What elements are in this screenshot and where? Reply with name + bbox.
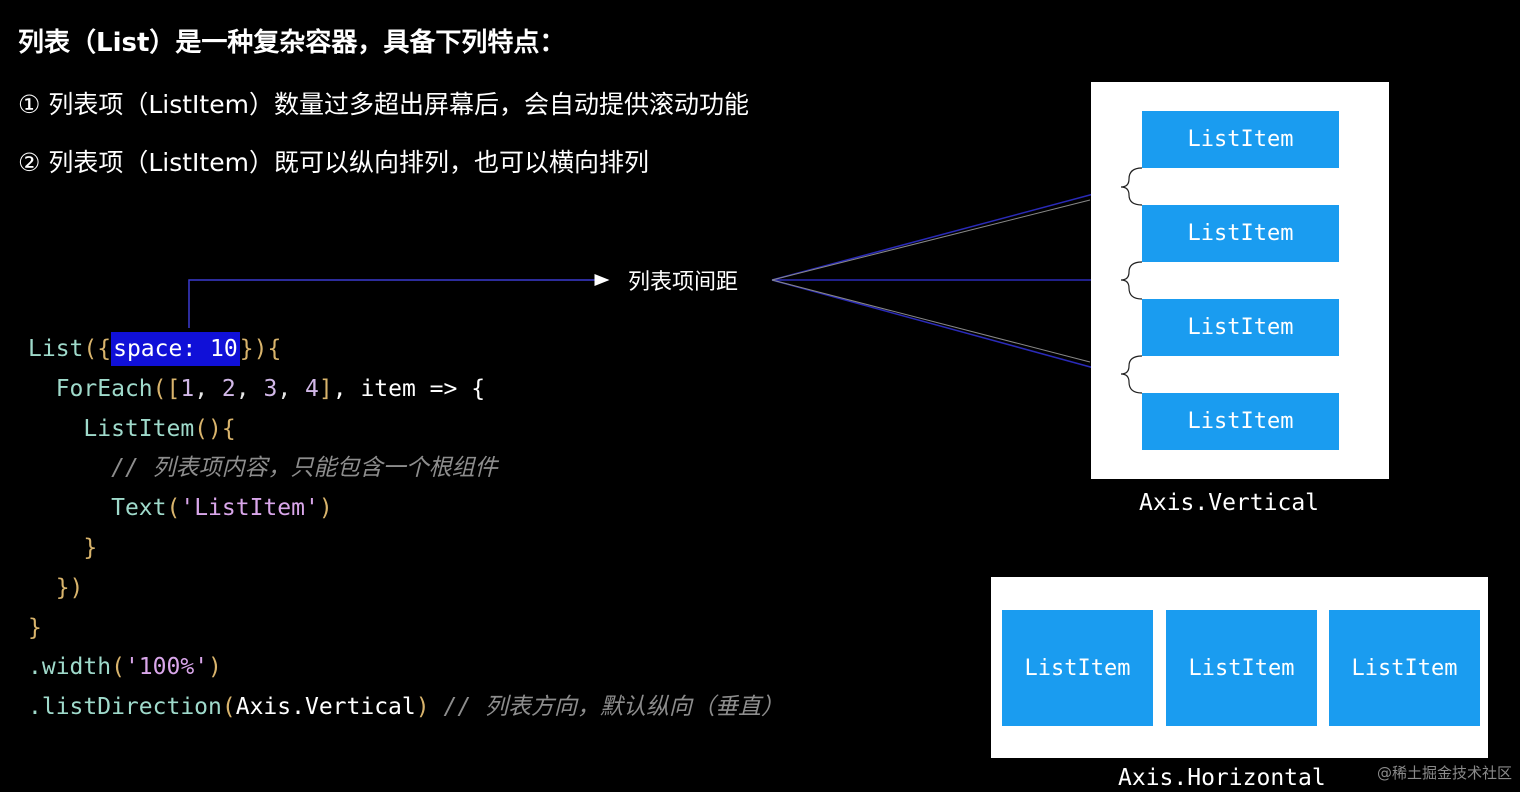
code-line-3: ListItem(){ [83, 415, 236, 442]
spacing-arrow-1 [771, 185, 1118, 281]
horizontal-list-item-2: ListItem [1166, 610, 1317, 726]
spacing-label: 列表项间距 [628, 270, 739, 295]
code-line-6: } [83, 534, 98, 561]
axis-vertical-label: Axis.Vertical [1139, 490, 1320, 516]
vertical-list-item-3: ListItem [1142, 299, 1339, 356]
heading: 列表（List）是一种复杂容器，具备下列特点： [18, 28, 566, 58]
spacing-arrow-3 [771, 279, 1118, 377]
watermark: @稀土掘金技术社区 [1376, 764, 1512, 782]
horizontal-list-demo: ListItem ListItem ListItem [991, 577, 1488, 758]
vertical-list-demo: ListItem ListItem ListItem ListItem [1091, 82, 1389, 479]
space-pointer-line [188, 274, 610, 328]
vertical-list-item-1: ListItem [1142, 111, 1339, 168]
space-highlight: space: 10 [111, 332, 240, 366]
axis-horizontal-label: Axis.Horizontal [1118, 765, 1326, 791]
code-line-4: // 列表项内容，只能包含一个根组件 [111, 455, 498, 482]
feature-point-scroll: ① 列表项（ListItem）数量过多超出屏幕后，会自动提供滚动功能 [18, 90, 749, 119]
vertical-list-item-4: ListItem [1142, 393, 1339, 450]
code-line-10: .listDirection(Axis.Vertical) // 列表方向，默认… [28, 694, 785, 721]
horizontal-list-item-3: ListItem [1329, 610, 1480, 726]
code-line-5: Text('ListItem') [111, 495, 333, 522]
code-snippet: List({space: 10}){ ForEach([1, 2, 3, 4],… [28, 330, 784, 728]
feature-point-direction: ② 列表项（ListItem）既可以纵向排列，也可以横向排列 [18, 148, 649, 177]
horizontal-list-item-1: ListItem [1002, 610, 1153, 726]
code-line-1: List({space: 10}){ [28, 332, 281, 366]
code-line-8: } [28, 614, 42, 641]
vertical-list-item-2: ListItem [1142, 205, 1339, 262]
code-line-9: .width('100%') [28, 654, 222, 681]
code-line-2: ForEach([1, 2, 3, 4], item => { [55, 375, 486, 402]
code-line-7: }) [55, 574, 84, 601]
spacing-braces [1120, 167, 1143, 394]
